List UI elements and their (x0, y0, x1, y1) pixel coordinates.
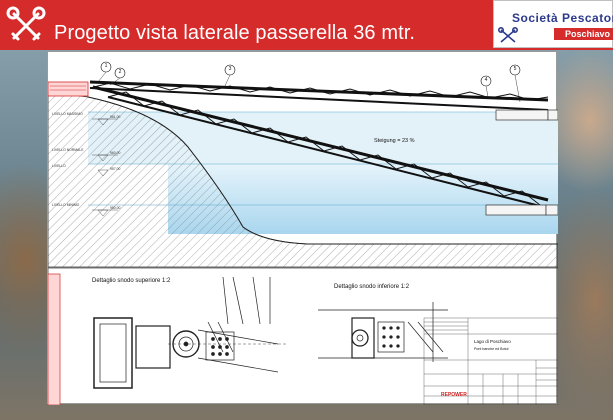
detail-lower-caption: Dettaglio snodo inferiore 1:2 (334, 284, 410, 290)
callout-5: 5 (513, 66, 517, 72)
callout-2: 2 (118, 69, 122, 75)
crossed-keys-small-icon (498, 27, 518, 43)
truss-upper (89, 80, 549, 111)
title-block-place: Lago di Poschiavo (474, 339, 511, 344)
crossed-keys-icon (6, 6, 46, 41)
brand-bar: Poschiavo (554, 28, 613, 40)
brand-logo-box: Società Pescatori Poschiavo (493, 0, 613, 48)
brand-name: Società Pescatori (512, 11, 613, 25)
level-value-2: 960.00 (110, 151, 121, 155)
title-block (423, 317, 558, 405)
truss-lower (92, 85, 549, 209)
slope-label: Steigung = 23 % (374, 138, 415, 144)
level-value-4: 950.00 (110, 206, 121, 210)
detail-upper-caption: Dettaglio snodo superiore 1:2 (92, 278, 171, 284)
pontoon-lower (485, 204, 547, 216)
level-value-1: 961.00 (110, 115, 121, 119)
callout-4: 4 (484, 77, 488, 83)
drawing-canvas (48, 61, 558, 405)
level-name-4: LIVELLO MINIMO (52, 203, 80, 207)
callout-3: 3 (228, 66, 232, 72)
callout-1: 1 (104, 63, 108, 69)
abutment (48, 81, 89, 97)
detail-lower-joint (318, 302, 448, 362)
pontoon-upper (495, 109, 549, 121)
detail-upper-joint (48, 273, 288, 405)
title-block-company: REPOWER (441, 392, 467, 398)
level-name-1: LIVELLO MASSIMO (52, 112, 83, 116)
title-block-subtitle: Pont banche ed Botul (474, 347, 509, 351)
brand-location: Poschiavo (564, 29, 610, 39)
level-value-3: 957.00 (110, 167, 121, 171)
level-name-2: LIVELLO NORMALE (52, 148, 84, 152)
slide-title: Progetto vista laterale passerella 36 mt… (54, 22, 416, 44)
slide-header: Progetto vista laterale passerella 36 mt… (0, 0, 613, 50)
technical-drawing: Steigung = 23 % Dettaglio snodo superior… (47, 51, 558, 405)
level-name-3: LIVELLO (52, 164, 66, 168)
